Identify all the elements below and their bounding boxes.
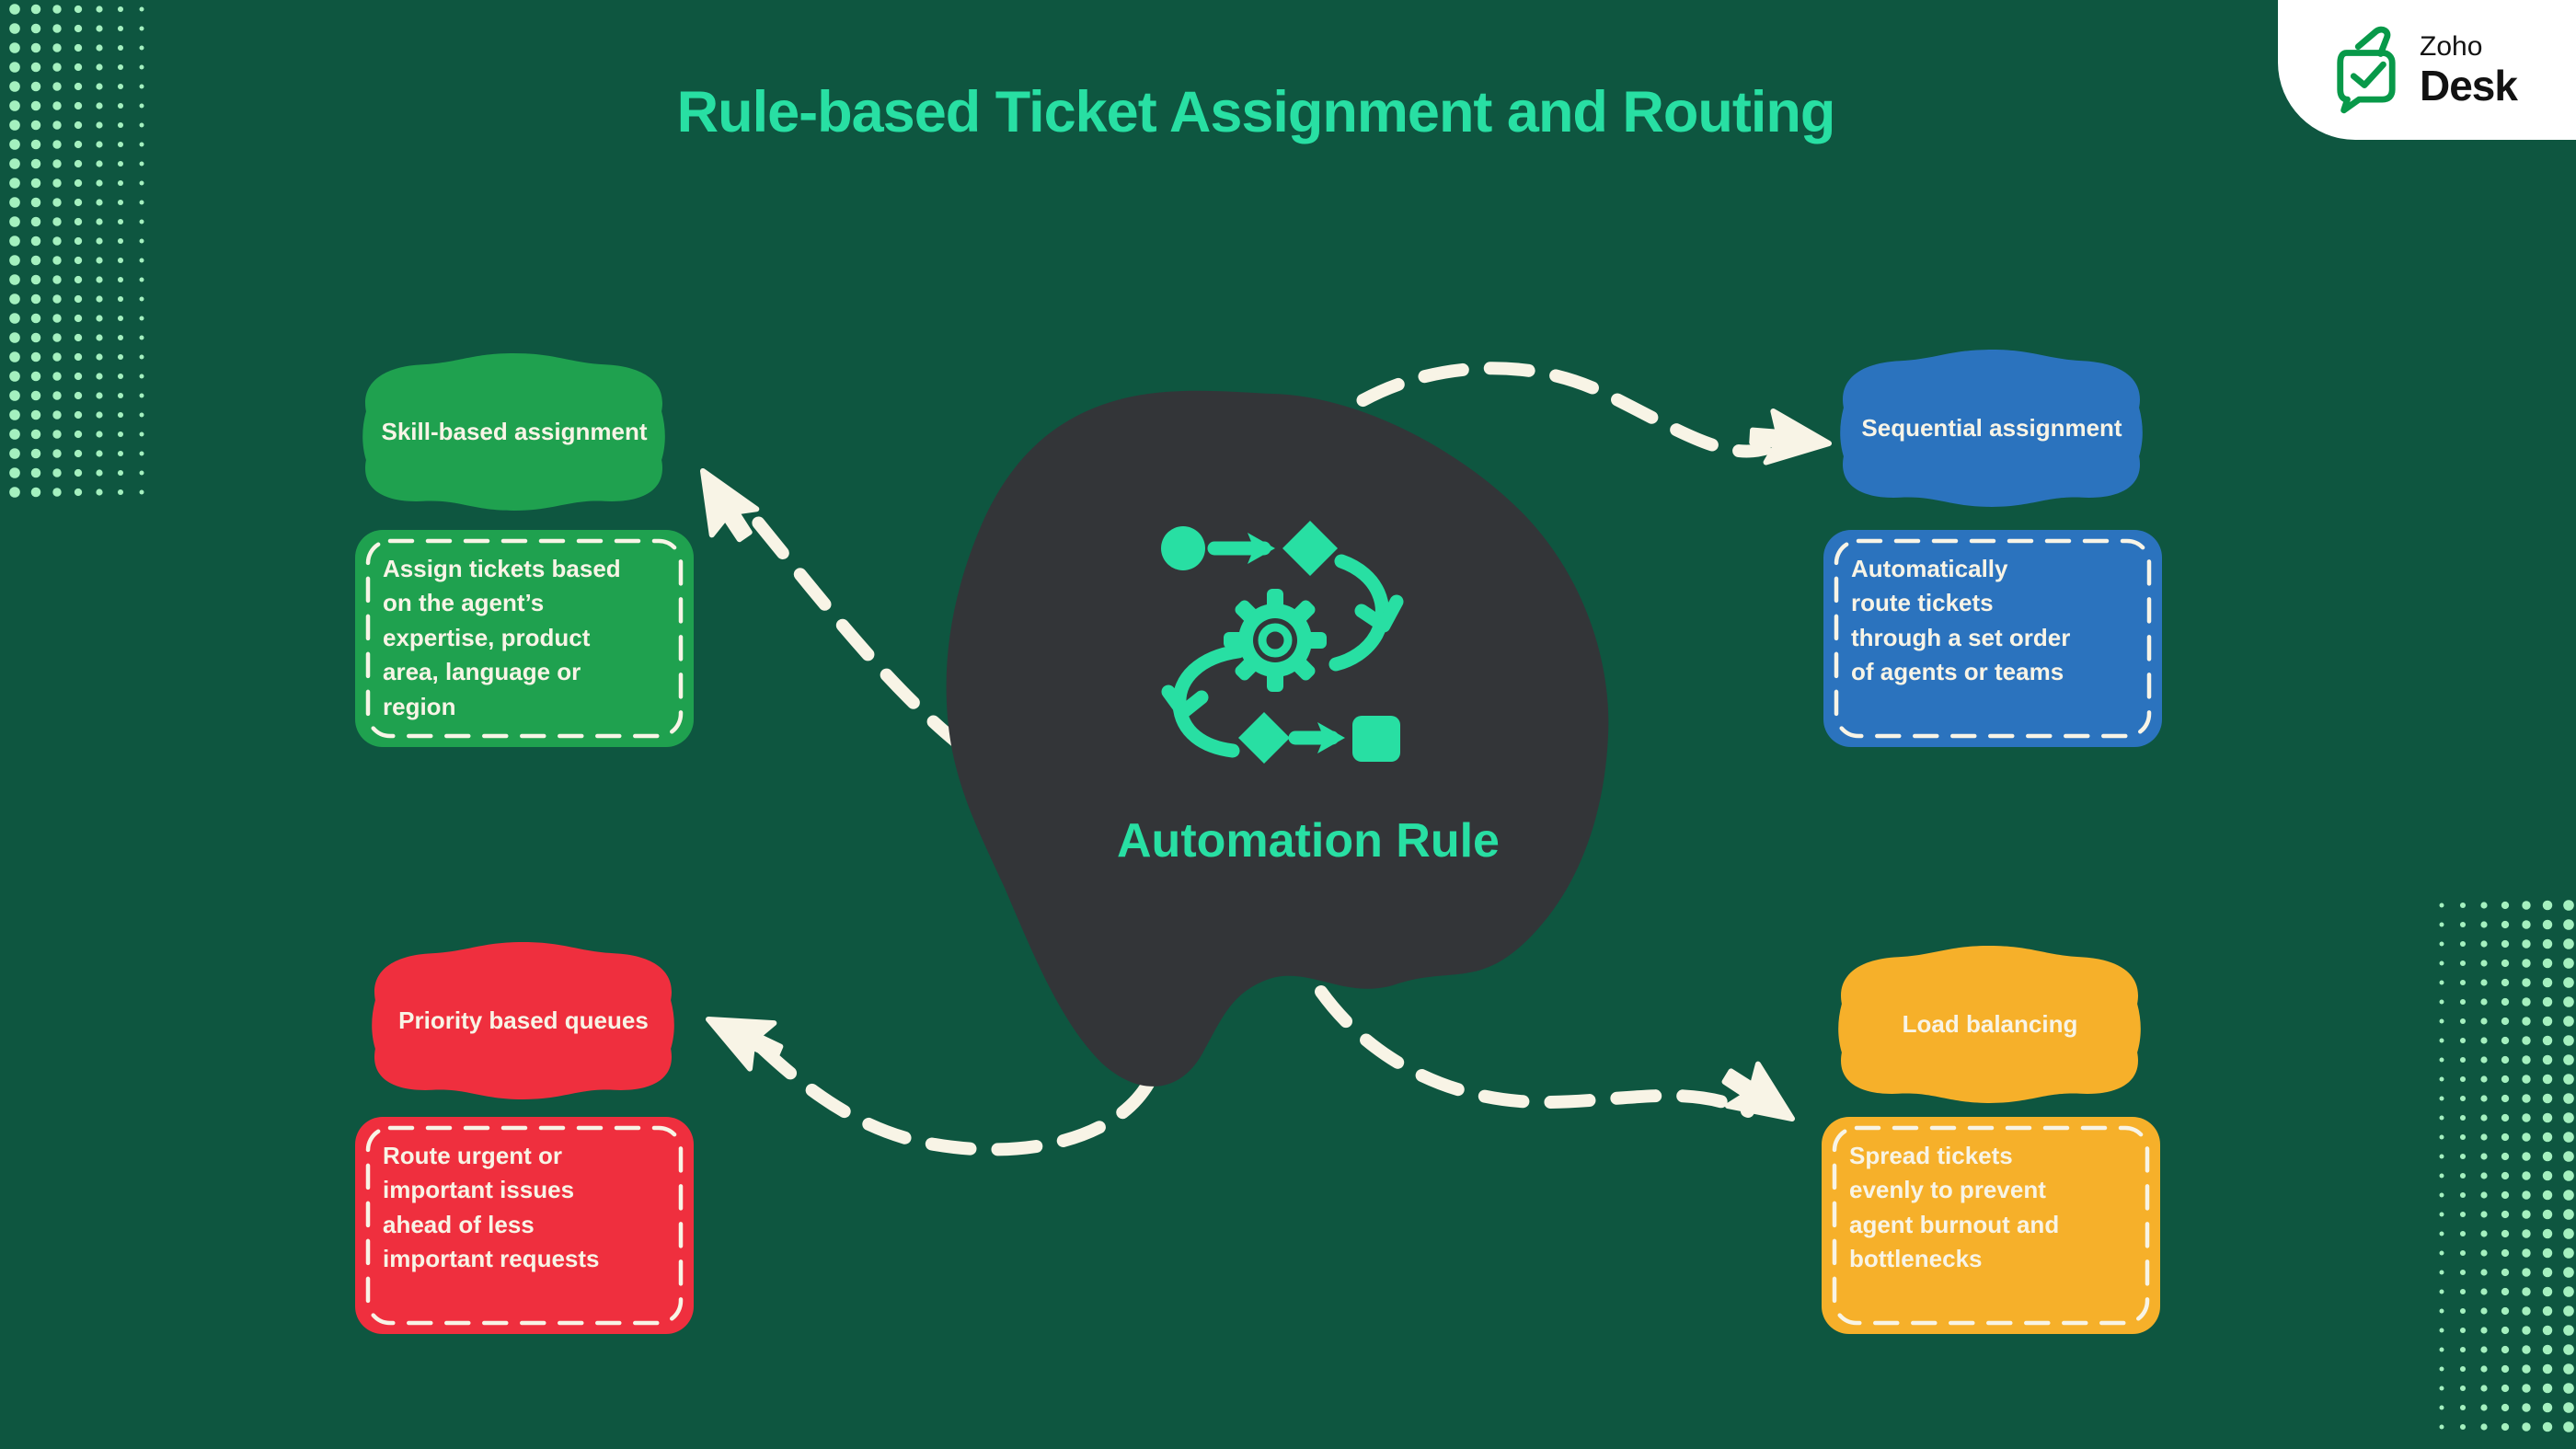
card-description: Automatically route tickets through a se… xyxy=(1851,555,2071,686)
card-description-priority: Route urgent or important issues ahead o… xyxy=(355,1117,694,1334)
arrow-to-sequential xyxy=(1304,362,1771,458)
label-blob-shape xyxy=(1840,350,2143,507)
automation-rule-label: Automation Rule xyxy=(1117,814,1500,868)
card-description: Spread tickets evenly to prevent agent b… xyxy=(1849,1142,2060,1273)
page-title: Rule-based Ticket Assignment and Routing xyxy=(676,80,1836,144)
arrow-to-load-balancing xyxy=(1315,985,1754,1118)
dot-pattern-bottom-right xyxy=(2439,900,2574,1432)
arrowhead-priority xyxy=(706,1017,784,1072)
card-label: Load balancing xyxy=(1902,1010,2078,1038)
dashed-border xyxy=(1832,1125,2150,1326)
card-description-load-balancing: Spread tickets evenly to prevent agent b… xyxy=(1822,1117,2160,1334)
card-description: Assign tickets based on the agent’s expe… xyxy=(383,555,621,720)
label-blob-shape xyxy=(372,942,674,1099)
card-label: Priority based queues xyxy=(398,1006,649,1034)
gear-icon xyxy=(1224,589,1327,692)
card-label: Sequential assignment xyxy=(1861,414,2122,442)
dot-pattern-top-left xyxy=(9,4,144,498)
card-label-sequential: Sequential assignment xyxy=(1834,348,2149,509)
card-label-priority: Priority based queues xyxy=(366,940,681,1101)
arrow-to-skill-based xyxy=(735,496,1024,790)
arrow-to-priority xyxy=(735,1022,1155,1156)
card-description-sequential: Automatically route tickets through a se… xyxy=(1823,530,2162,747)
dashed-border xyxy=(365,1125,684,1326)
logo-wordmark: Zoho Desk xyxy=(2420,31,2518,109)
arrowhead-skill-based xyxy=(700,468,760,543)
arrowhead-load-balancing xyxy=(1721,1061,1795,1121)
logo-brand-desk: Desk xyxy=(2420,62,2518,109)
card-label: Skill-based assignment xyxy=(381,418,648,445)
card-label-load-balancing: Load balancing xyxy=(1833,944,2147,1105)
label-blob-shape xyxy=(1838,946,2141,1103)
workflow-gear-icon xyxy=(1161,521,1404,764)
arrowhead-sequential xyxy=(1749,408,1832,466)
card-label-skill-based: Skill-based assignment xyxy=(357,351,672,512)
logo-brand-zoho: Zoho xyxy=(2420,31,2483,62)
label-blob-shape xyxy=(362,353,665,511)
card-description: Route urgent or important issues ahead o… xyxy=(383,1142,600,1273)
dashed-border xyxy=(365,538,684,739)
dashed-border xyxy=(1834,538,2152,739)
zoho-desk-logo: Zoho Desk xyxy=(2278,0,2576,140)
card-description-skill-based: Assign tickets based on the agent’s expe… xyxy=(355,530,694,747)
zoho-desk-logo-icon xyxy=(2337,26,2396,114)
